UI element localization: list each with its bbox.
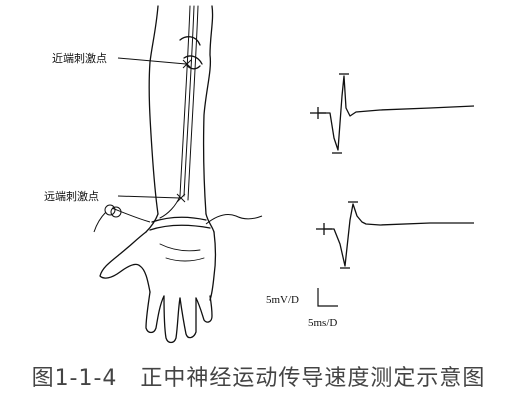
scale-time-label: 5ms/D [308,317,337,329]
figure-caption: 图1-1-4 正中神经运动传导速度测定示意图 [31,366,486,391]
arm-hand-drawing [99,5,217,344]
finger-middle [163,295,181,344]
waveform-distal [316,201,474,269]
scale-voltage-label: 5mV/D [266,294,299,306]
label-proximal-stim: 近端刺激点 [52,51,107,65]
finger-ring [179,297,197,339]
ground-electrode [93,204,151,233]
arm-outline-right [202,5,214,215]
scale-bar [317,288,338,307]
palm-right [209,231,217,301]
finger-index [145,291,165,334]
proximal-leader-line [117,57,187,65]
wrist-crease [149,216,211,231]
recording-lead [205,213,263,225]
distal-leader-line [117,195,181,199]
palm-creases [159,243,205,262]
wrist-outline [145,213,215,233]
stim-markers [176,59,192,203]
arm-outline-left [148,5,159,215]
palm-outline [99,231,151,293]
waveform-proximal [310,73,475,154]
stimulation-cable [159,5,199,219]
label-distal-stim: 远端刺激点 [44,189,99,203]
finger-little [195,295,213,323]
